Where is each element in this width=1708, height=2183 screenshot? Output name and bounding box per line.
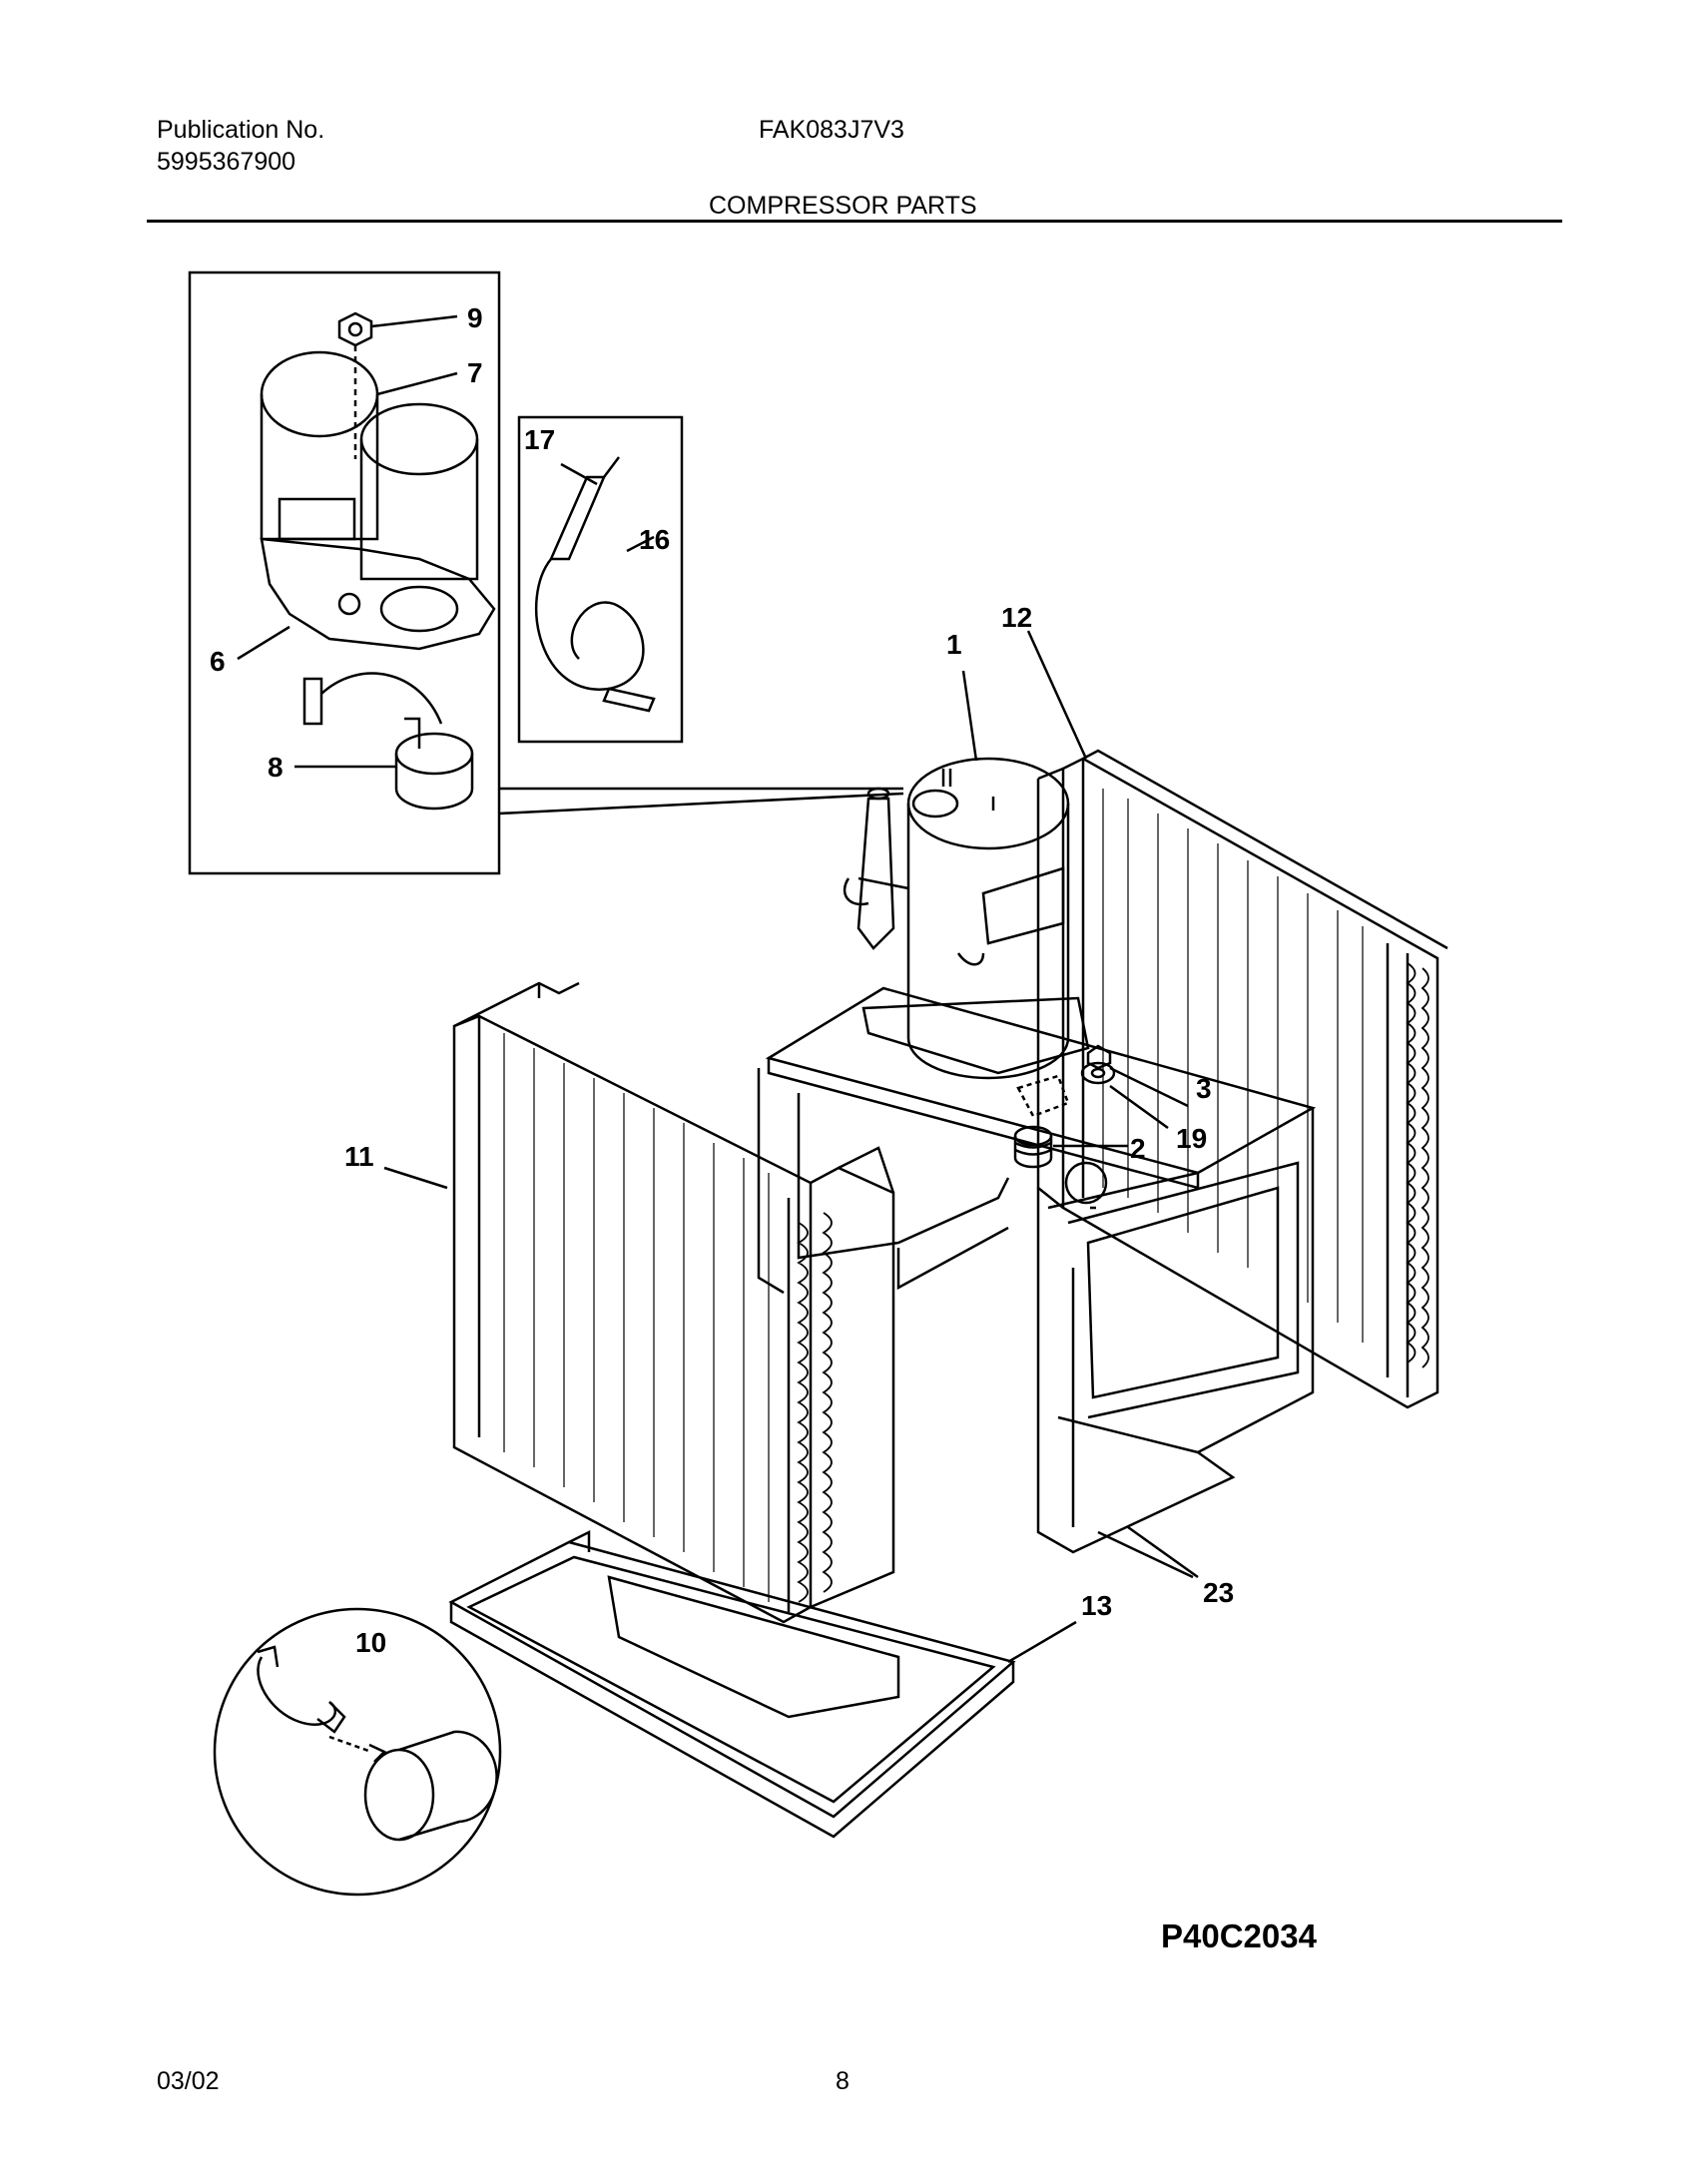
mounting-spring-part xyxy=(1013,1125,1053,1169)
grommet-part xyxy=(1080,1044,1116,1085)
callout-9: 9 xyxy=(467,302,483,333)
gasket-part xyxy=(260,537,496,651)
callout-11: 11 xyxy=(344,1141,374,1172)
diagram-code: P40C2034 xyxy=(1161,1917,1317,1954)
terminal-cover-part xyxy=(260,350,479,581)
base-pan-part xyxy=(448,1529,1016,1839)
section-title: COMPRESSOR PARTS xyxy=(709,192,977,220)
hex-nut-part xyxy=(337,311,373,347)
page-number: 8 xyxy=(836,2067,850,2095)
callout-16: 16 xyxy=(639,524,670,555)
callout-3: 3 xyxy=(1196,1073,1212,1104)
model-number: FAK083J7V3 xyxy=(759,116,904,144)
condenser-coil-rear-part xyxy=(1036,749,1448,1409)
header-rule xyxy=(147,220,1562,223)
publication-number: 5995367900 xyxy=(157,148,296,176)
thermistor-wire-part xyxy=(535,456,656,713)
callout-23: 23 xyxy=(1203,1577,1234,1608)
callout-13: 13 xyxy=(1081,1590,1112,1621)
callout-12: 12 xyxy=(1001,602,1032,633)
callout-10: 10 xyxy=(355,1627,386,1658)
publication-label: Publication No. xyxy=(157,116,325,144)
callout-6: 6 xyxy=(210,646,226,677)
callout-1: 1 xyxy=(946,629,962,660)
callout-17: 17 xyxy=(524,424,555,455)
overload-protector-part xyxy=(302,672,474,811)
compressor-bracket-part xyxy=(757,986,1317,1554)
compressor-part xyxy=(843,757,1090,1080)
callout-19: 19 xyxy=(1176,1123,1207,1154)
footer-date: 03/02 xyxy=(157,2067,220,2095)
inset-box-wire xyxy=(517,415,684,744)
condenser-coil-front-part xyxy=(452,981,895,1624)
inset-box-overload xyxy=(188,271,501,875)
capacitor-detail xyxy=(213,1607,502,1897)
callout-2: 2 xyxy=(1130,1133,1146,1164)
callout-7: 7 xyxy=(467,357,483,388)
callout-8: 8 xyxy=(268,752,284,783)
